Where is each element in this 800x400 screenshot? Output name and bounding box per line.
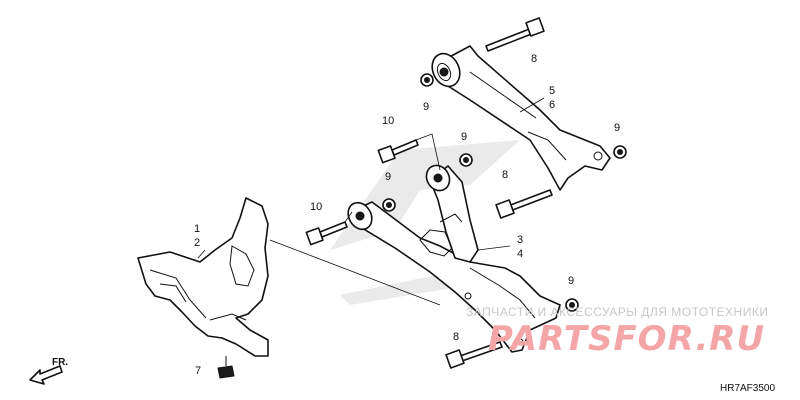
watermark-brand: PARTSFOR.RU (488, 319, 765, 359)
screw-7 (217, 356, 235, 379)
bolt-middle (495, 189, 553, 219)
bolt-10-upper (377, 139, 419, 164)
callout-8-top: 8 (531, 53, 537, 65)
callout-4: 4 (517, 248, 523, 260)
nut-9-lower (565, 298, 579, 312)
front-arrow-icon (29, 365, 63, 385)
nut-9-upper-left (420, 73, 434, 87)
watermark-tagline: ЗАПЧАСТИ И АКСЕССУАРЫ ДЛЯ МОТОТЕХНИКИ (466, 305, 768, 319)
callout-1: 1 (194, 223, 200, 235)
callout-10-lower: 10 (310, 201, 322, 213)
upper-arm (431, 45, 611, 191)
callout-6: 6 (549, 99, 555, 111)
nut-9-middle (459, 153, 473, 167)
bolt-bottom (445, 341, 503, 369)
callout-numbers: 8 5 6 9 9 10 9 8 9 10 3 4 1 2 9 8 7 (194, 53, 620, 377)
callout-9-middle: 9 (461, 131, 467, 143)
direction-label: FR. (52, 357, 68, 368)
callout-8-middle: 8 (502, 169, 508, 181)
callout-9-left: 9 (385, 171, 391, 183)
callout-5: 5 (549, 85, 555, 97)
arm-guard (137, 197, 269, 357)
callout-9-upper-left: 9 (423, 101, 429, 113)
nut-9-upper-right (613, 145, 627, 159)
callout-9-lower: 9 (568, 275, 574, 287)
lower-arm (347, 164, 561, 353)
diagram-code: HR7AF3500 (720, 383, 775, 394)
callout-8-bottom: 8 (453, 331, 459, 343)
callout-9-upper-right: 9 (614, 122, 620, 134)
callout-2: 2 (194, 237, 200, 249)
callout-7: 7 (195, 365, 201, 377)
leader-lines (197, 97, 545, 306)
bolt-top (485, 17, 545, 52)
callout-10-upper: 10 (382, 115, 394, 127)
front-direction-indicator: FR. (29, 357, 68, 385)
bolt-10-lower (305, 221, 348, 246)
nut-9-left (382, 198, 396, 212)
callout-3: 3 (517, 234, 523, 246)
site-watermark: ЗАПЧАСТИ И АКСЕССУАРЫ ДЛЯ МОТОТЕХНИКИ PA… (466, 305, 768, 359)
